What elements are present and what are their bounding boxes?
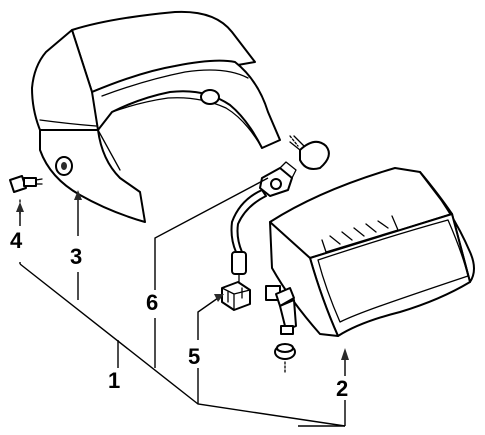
screw-part <box>9 175 43 215</box>
lamp-assembly-part <box>265 167 475 375</box>
callout-1: 1 <box>108 368 120 393</box>
leader-lines <box>16 177 349 427</box>
housing-cover-part <box>31 10 281 223</box>
callout-3: 3 <box>70 244 82 269</box>
callout-6: 6 <box>146 290 158 315</box>
callout-4: 4 <box>10 228 23 253</box>
callout-2: 2 <box>336 376 348 401</box>
callout-numbers: 1 2 3 4 5 6 <box>10 228 348 401</box>
callout-5: 5 <box>188 344 200 369</box>
socket-and-bulb-part <box>230 135 330 283</box>
connector-part <box>221 281 251 311</box>
